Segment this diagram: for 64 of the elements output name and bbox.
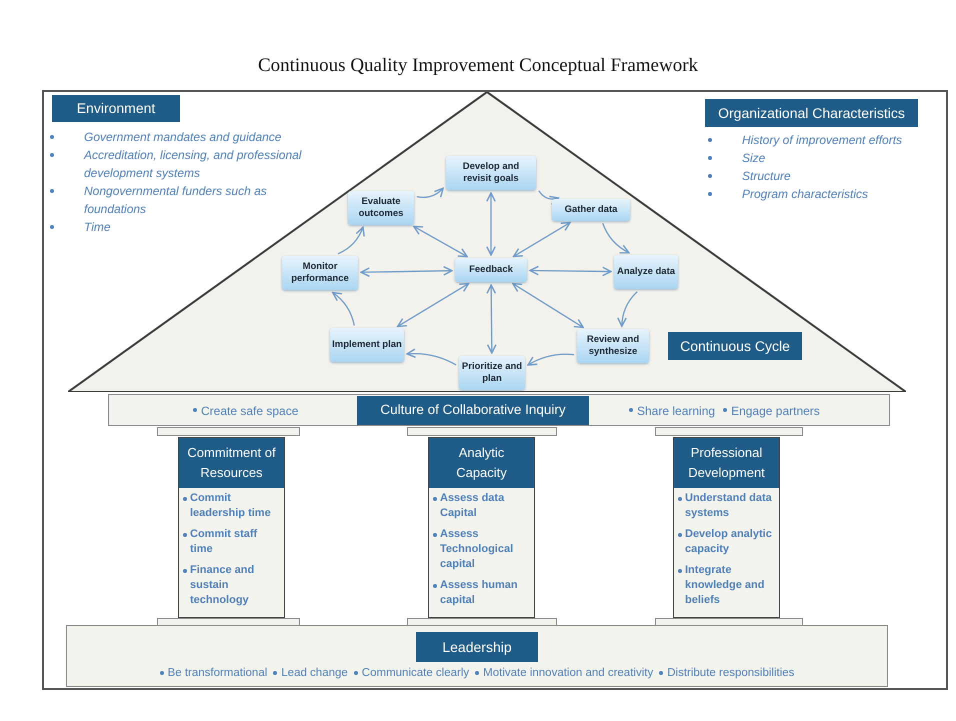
process-box: Implement plan: [330, 328, 404, 362]
arrow: [617, 291, 638, 327]
section-header: Continuous Cycle: [668, 332, 802, 360]
arrow: [512, 282, 584, 328]
list-item: Accreditation, licensing, and professional development systems: [50, 146, 310, 182]
list-item: Engage partners: [723, 402, 820, 420]
pillar: [178, 437, 285, 618]
pillar-heading: Commitment of Resources: [179, 438, 284, 488]
arrow: [486, 284, 497, 354]
pillar-heading: Professional Development: [674, 438, 779, 488]
section-header: Organizational Characteristics: [705, 99, 918, 127]
pillar-heading: Analytic Capacity: [429, 438, 534, 488]
list-item: Finance and sustain technology: [183, 563, 280, 608]
arrow: [413, 226, 468, 258]
list-item: Program characteristics: [708, 185, 908, 203]
process-box: Develop and revisit goals: [446, 156, 536, 190]
list-item: Size: [708, 149, 908, 167]
base-platform: [66, 625, 888, 687]
list-item: Create safe space: [193, 402, 298, 420]
process-box: Evaluate outcomes: [348, 191, 414, 225]
list-item: Distribute responsibilities: [659, 665, 794, 682]
pillar: [673, 437, 780, 618]
arrow: [396, 282, 470, 328]
process-box: Feedback: [455, 258, 527, 282]
list-item: Share learning: [629, 402, 716, 420]
list-item: Develop analytic capacity: [678, 527, 775, 557]
list-item: Lead change: [273, 665, 348, 682]
arrow: [512, 222, 571, 258]
arrow: [416, 188, 444, 198]
process-box: Analyze data: [614, 255, 678, 289]
list-item: Be transformational: [160, 665, 268, 682]
arrow: [538, 190, 560, 205]
base-heading: Leadership: [416, 632, 538, 662]
list-item: History of improvement efforts: [708, 131, 908, 149]
arrow: [602, 223, 630, 254]
list-item: Commit staff time: [183, 527, 280, 557]
pillar: [428, 437, 535, 618]
list-item: Integrate knowledge and beliefs: [678, 563, 775, 608]
arrow: [332, 292, 355, 326]
arrow: [486, 192, 496, 256]
list-item: Understand data systems: [678, 491, 775, 521]
arrow: [338, 226, 365, 254]
list-item: Assess human capital: [433, 578, 530, 608]
arrow: [529, 266, 612, 276]
process-box: Review and synthesize: [577, 329, 649, 363]
list-item: Assess Technological capital: [433, 527, 530, 572]
process-box: Gather data: [552, 199, 630, 221]
list-item: Structure: [708, 167, 908, 185]
arrow: [406, 348, 456, 366]
process-box: Prioritize and plan: [459, 356, 525, 390]
arrow: [527, 354, 574, 366]
list-item: Communicate clearly: [354, 665, 470, 682]
list-item: Government mandates and guidance: [50, 128, 310, 146]
list-item: Time: [50, 218, 310, 236]
process-box: Monitor performance: [282, 256, 358, 290]
list-item: Commit leadership time: [183, 491, 280, 521]
section-header: Environment: [52, 95, 180, 122]
list-item: Assess data Capital: [433, 491, 530, 521]
arrow: [360, 266, 453, 278]
list-item: Motivate innovation and creativity: [475, 665, 654, 682]
beam-heading: Culture of Collaborative Inquiry: [357, 396, 589, 425]
list-item: Nongovernmental funders such as foundations: [50, 182, 310, 218]
title: Continuous Quality Improvement Conceptual Framework: [256, 54, 700, 78]
beam: [108, 394, 890, 426]
